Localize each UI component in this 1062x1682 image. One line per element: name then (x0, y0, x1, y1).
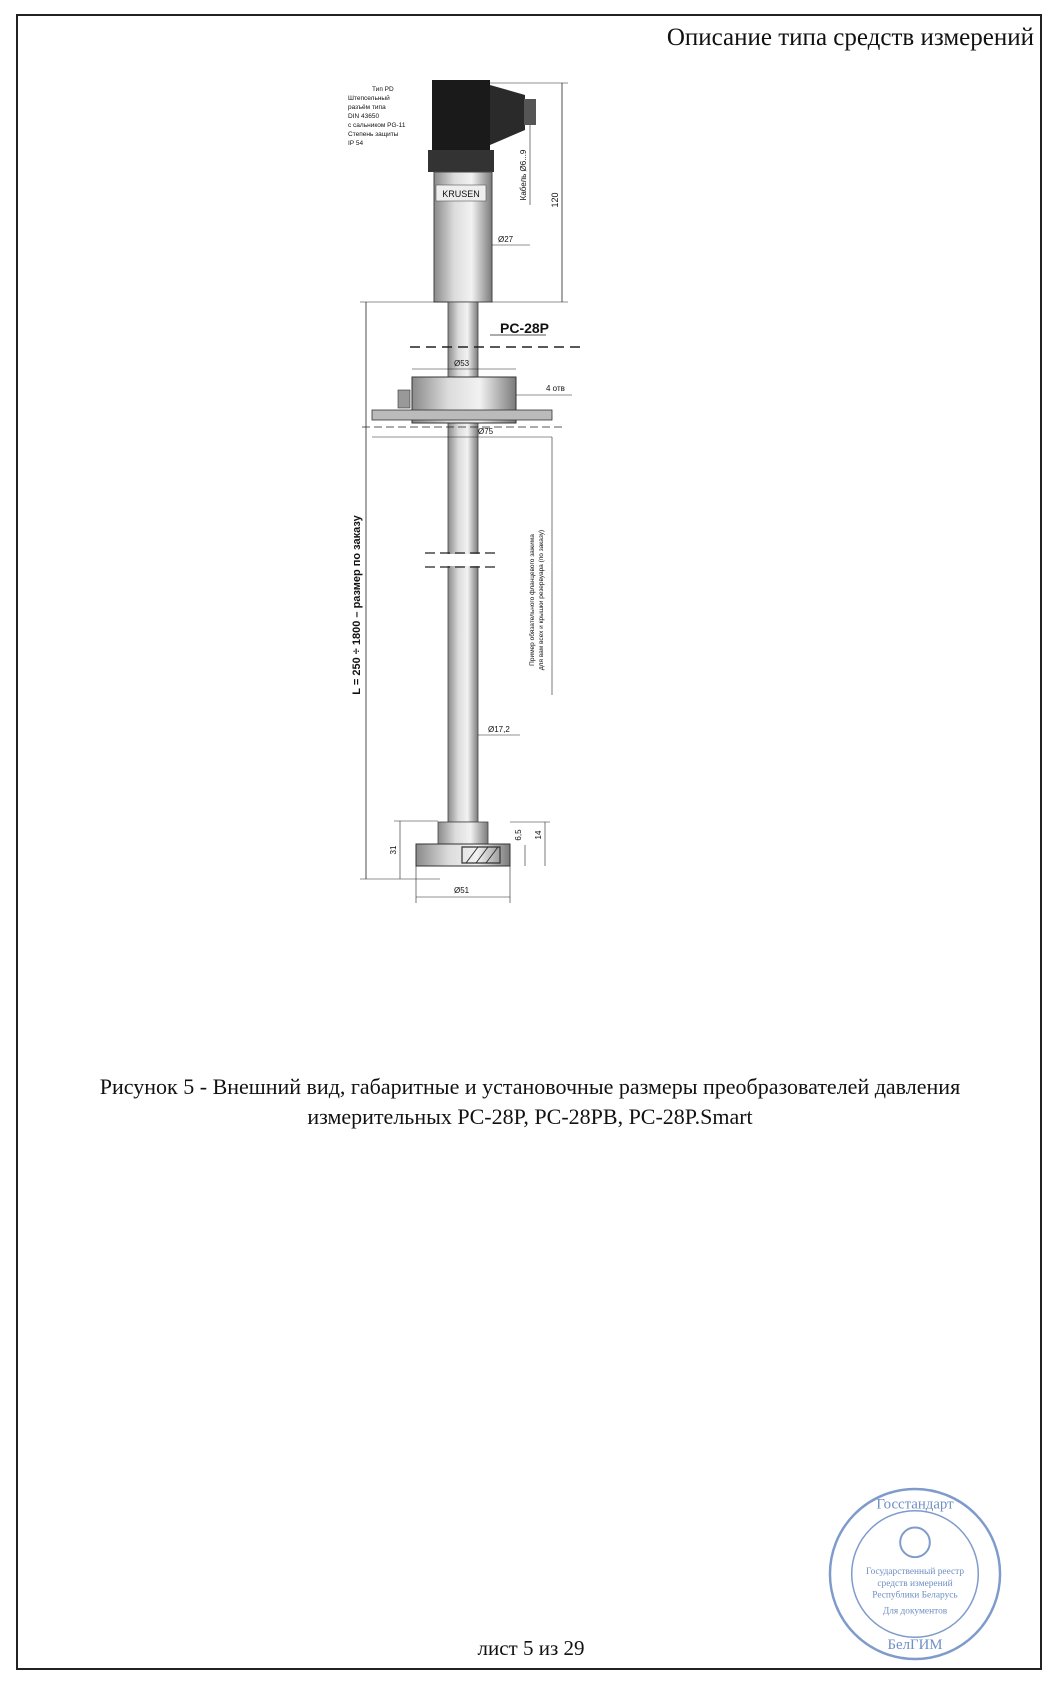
dia-51-label: Ø51 (454, 886, 470, 895)
tube-break-gap (447, 554, 479, 566)
figure-caption: Рисунок 5 - Внешний вид, габаритные и ус… (40, 1072, 1020, 1132)
dim-120-label: 120 (550, 192, 560, 207)
length-label: L = 250 ÷ 1800 – размер по заказу (351, 514, 363, 694)
connector-nut (428, 150, 494, 172)
flange-note-line-1: Пример обязательного фланцевого зажима (528, 534, 536, 666)
dia-27-label: Ø27 (498, 235, 514, 244)
stamp-line-2: средств измерений (877, 1578, 952, 1589)
header-title: Описание типа средств измерений (666, 24, 1034, 51)
diaphragm-hatch (461, 846, 501, 864)
connector-note-line-5: с сальником PG-11 (348, 122, 406, 129)
brand-text: KRUSEN (442, 189, 480, 199)
technical-drawing: KRUSEN 120 Кабель Ø6...9 Ø27 PC-28P (340, 75, 670, 975)
caption-line-2: измерительных PC-28P, PC-28PB, PC-28P.Sm… (307, 1104, 753, 1129)
stamp-emblem-icon (899, 1526, 931, 1559)
dia-75-label: Ø75 (478, 427, 494, 436)
dim-65-label: 6,5 (514, 829, 523, 841)
connector-note-line-1: Тип PD (372, 86, 394, 93)
stamp-line-1: Государственный реестр (866, 1566, 964, 1577)
connector-note-line-7: IP 54 (348, 140, 363, 147)
connector-note: Тип PD Штепсельный разъём типа DIN 43650… (348, 86, 406, 147)
connector-note-line-3: разъём типа (348, 104, 386, 111)
diaphragm-neck (437, 821, 489, 845)
page-number: лист 5 из 29 (477, 1636, 585, 1660)
brand-plate (435, 184, 487, 202)
dim-31-label: 31 (389, 845, 398, 854)
stamp-outer-ring (828, 1487, 1002, 1661)
page-frame (16, 14, 1042, 1670)
cable-label: Кабель Ø6...9 (519, 149, 528, 200)
stamp-line-3: Республики Беларусь (872, 1590, 957, 1601)
drawing-svg: KRUSEN 120 Кабель Ø6...9 Ø27 PC-28P (348, 80, 580, 903)
stamp-line-4: Для документов (883, 1607, 948, 1617)
connector-plug (490, 85, 525, 145)
dim-14-label: 14 (534, 830, 543, 839)
hatch-line-3 (485, 846, 499, 864)
connector-housing (432, 80, 490, 150)
stamp-bottom: БелГИМ (888, 1637, 943, 1653)
holes-label: 4 отв (546, 384, 565, 393)
stamp-svg: Госстандарт Государственный реестр средс… (828, 1487, 1002, 1661)
dia-53-label: Ø53 (454, 359, 470, 368)
flange-note-line-2: для вам всех и крышки резервуара (по зак… (538, 530, 545, 670)
caption-line-1: Рисунок 5 - Внешний вид, габаритные и ус… (99, 1074, 961, 1099)
dia-172-label: Ø17,2 (488, 725, 510, 734)
model-label: PC-28P (500, 320, 549, 336)
hatch-line-2 (475, 846, 489, 864)
clamp-bolt (397, 389, 411, 409)
connector-note-line-6: Степень защиты (348, 131, 399, 138)
connector-note-line-4: DIN 43650 (348, 113, 379, 120)
cable-gland (524, 99, 536, 125)
registry-stamp: Госстандарт Государственный реестр средс… (826, 1485, 1004, 1663)
connector-note-line-2: Штепсельный (348, 94, 390, 102)
stamp-inner-ring (850, 1509, 980, 1639)
hatch-line-1 (465, 846, 479, 864)
clamp-plate (371, 409, 553, 421)
stamp-top: Госстандарт (876, 1497, 954, 1513)
